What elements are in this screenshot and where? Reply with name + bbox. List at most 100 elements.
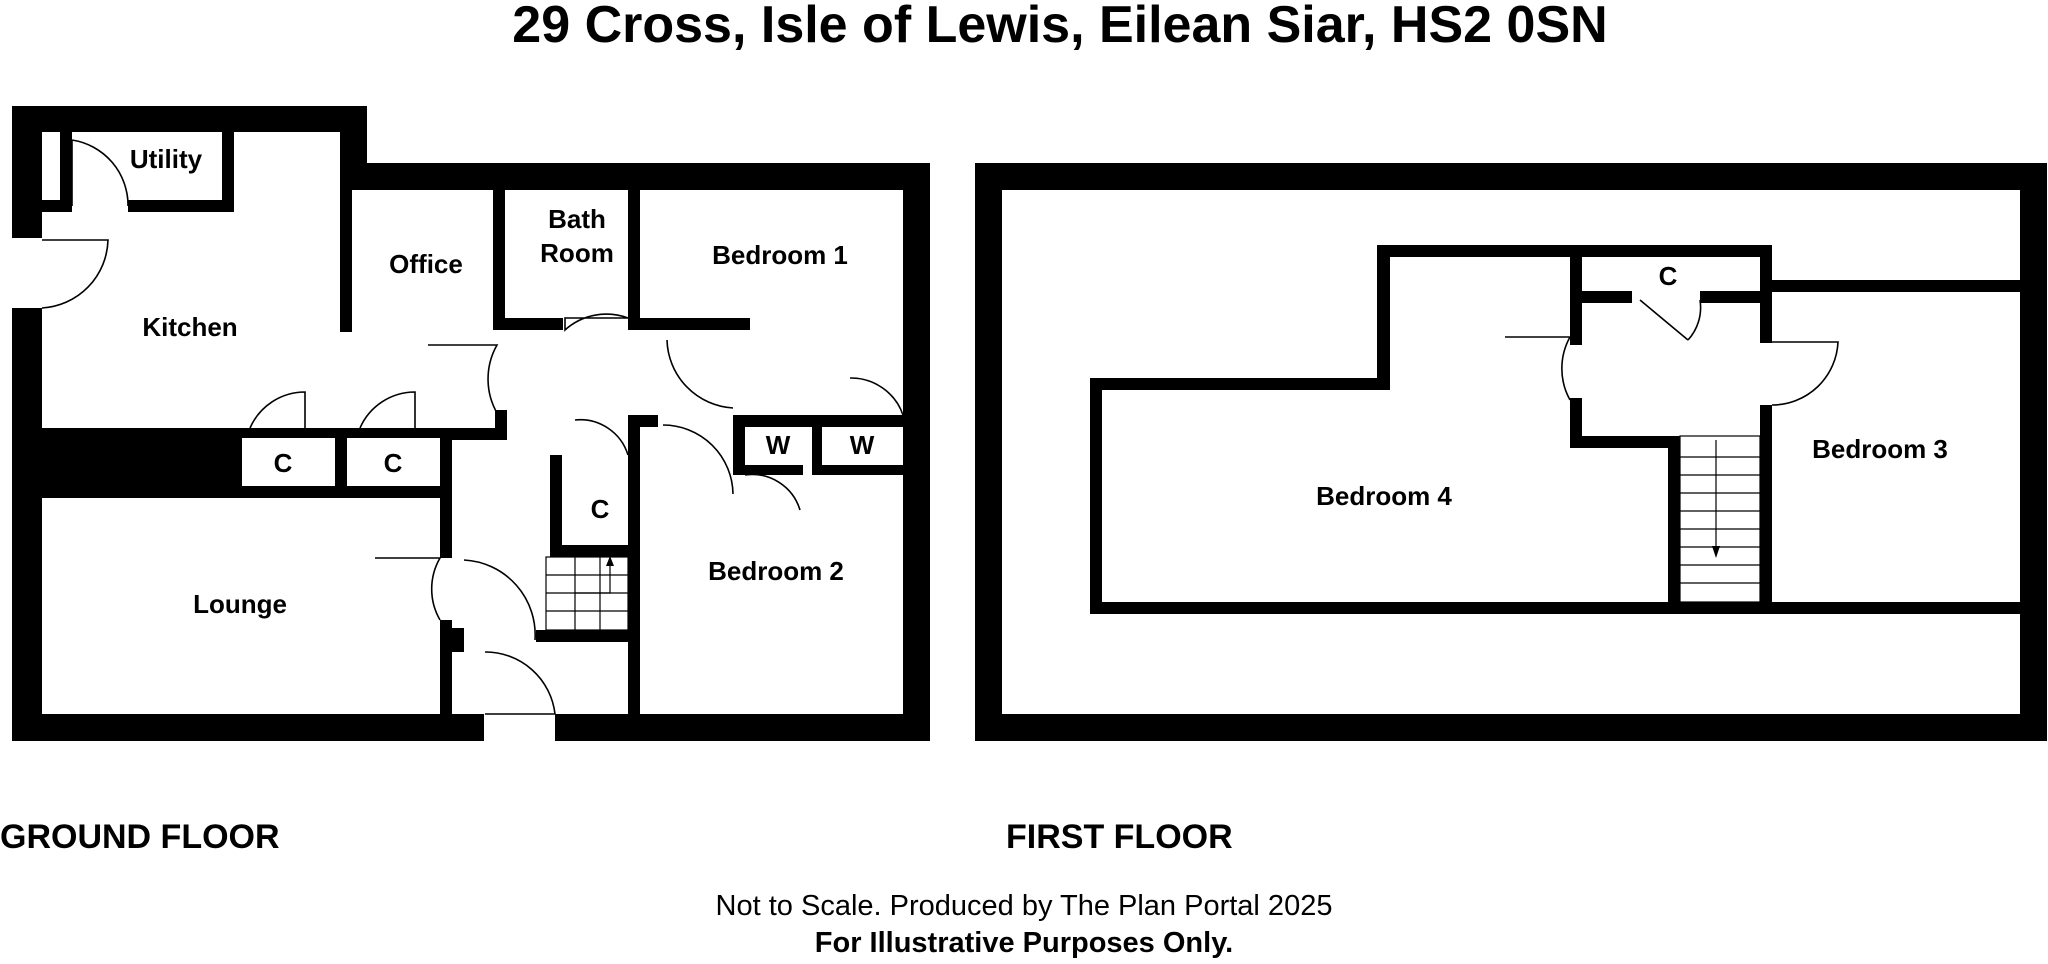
wall bbox=[733, 415, 745, 475]
stair-outline bbox=[1679, 435, 1761, 603]
office-door bbox=[428, 344, 499, 414]
room-label-cupboard-b: C bbox=[384, 448, 403, 478]
wall bbox=[1700, 291, 1772, 303]
ground-floor-label: GROUND FLOOR bbox=[0, 818, 280, 856]
wall bbox=[822, 465, 903, 475]
front-door bbox=[484, 651, 556, 715]
room-label-lounge: Lounge bbox=[193, 589, 287, 619]
first-stairs bbox=[1679, 435, 1761, 603]
room-label-bedroom3: Bedroom 3 bbox=[1812, 434, 1948, 464]
wall bbox=[493, 318, 563, 330]
stair-arrow-head bbox=[1712, 546, 1720, 558]
room-label-kitchen: Kitchen bbox=[142, 312, 237, 342]
wall bbox=[555, 714, 930, 741]
footer-disclaimer: Not to Scale. Produced by The Plan Porta… bbox=[716, 890, 1333, 922]
wall bbox=[340, 164, 352, 332]
bedroom4-door bbox=[1505, 336, 1572, 401]
room-label-utility: Utility bbox=[130, 144, 203, 174]
room-label-office: Office bbox=[389, 249, 463, 279]
wall bbox=[975, 163, 1002, 741]
wall bbox=[1760, 292, 1772, 343]
cupboard-b-door bbox=[359, 391, 416, 429]
first-floor-plan: Bedroom 4 Bedroom 3 C FIRST FLOOR bbox=[975, 163, 2047, 856]
room-label-cupboard: C bbox=[1659, 261, 1678, 291]
wall bbox=[628, 190, 640, 330]
wall bbox=[1570, 291, 1632, 303]
wall bbox=[975, 163, 2047, 190]
wall bbox=[493, 190, 505, 330]
room-label-bathroom-line1: Bath bbox=[548, 204, 606, 234]
wall bbox=[230, 428, 440, 438]
cupboard-door bbox=[1639, 299, 1702, 341]
wall bbox=[1760, 280, 2020, 292]
first-door-swings bbox=[1505, 299, 1839, 406]
room-label-wardrobe-a: W bbox=[766, 430, 791, 460]
wall bbox=[230, 438, 242, 486]
wall bbox=[733, 465, 803, 475]
wall bbox=[340, 163, 930, 190]
wall bbox=[12, 106, 367, 132]
wall bbox=[1377, 245, 1390, 390]
wall bbox=[1090, 378, 1390, 390]
cupboard-c-door bbox=[574, 418, 629, 456]
wall bbox=[1570, 436, 1680, 448]
wall bbox=[628, 415, 658, 427]
wardrobe-a-door bbox=[744, 473, 801, 511]
wall bbox=[440, 428, 507, 440]
wall bbox=[12, 428, 230, 486]
wall bbox=[812, 415, 822, 475]
wall bbox=[12, 106, 42, 238]
wall bbox=[440, 620, 452, 741]
bedroom2-door bbox=[662, 424, 734, 495]
wall bbox=[335, 438, 347, 486]
wall bbox=[1090, 602, 2020, 614]
wall bbox=[12, 308, 42, 741]
door-swings bbox=[41, 139, 904, 715]
cupboard-a-door bbox=[249, 391, 306, 429]
stair-arrow-head bbox=[606, 556, 614, 566]
wall bbox=[883, 415, 903, 427]
wall bbox=[128, 200, 234, 212]
room-label-wardrobe-b: W bbox=[850, 430, 875, 460]
wall bbox=[340, 106, 367, 164]
room-label-cupboard-a: C bbox=[274, 448, 293, 478]
wall bbox=[628, 318, 750, 330]
room-label-bedroom4: Bedroom 4 bbox=[1316, 481, 1452, 511]
bedroom3-door bbox=[1771, 341, 1839, 406]
wall bbox=[1570, 245, 1582, 303]
stair-arrow bbox=[575, 562, 611, 594]
wall bbox=[1570, 398, 1582, 448]
wall bbox=[1668, 436, 1680, 606]
wall bbox=[1570, 291, 1582, 345]
first-floor-label: FIRST FLOOR bbox=[1006, 818, 1233, 856]
lounge-door bbox=[375, 557, 442, 621]
utility-door bbox=[71, 139, 129, 207]
room-label-bedroom1: Bedroom 1 bbox=[712, 240, 848, 270]
room-label-cupboard-c: C bbox=[591, 494, 610, 524]
wall bbox=[12, 486, 442, 498]
wall bbox=[550, 545, 640, 557]
wall bbox=[2020, 163, 2047, 741]
footer-note: For Illustrative Purposes Only. bbox=[815, 927, 1233, 959]
bedroom1-door bbox=[666, 339, 734, 409]
ground-stairs bbox=[545, 556, 629, 631]
wall bbox=[222, 132, 234, 212]
wall bbox=[628, 415, 640, 741]
wall bbox=[1090, 378, 1102, 614]
wall bbox=[440, 438, 452, 486]
wardrobe-b-door bbox=[849, 377, 904, 416]
wall bbox=[452, 628, 464, 652]
wall bbox=[536, 630, 640, 642]
room-label-bathroom-line2: Room bbox=[540, 238, 614, 268]
wall bbox=[1760, 405, 1772, 605]
back-door bbox=[41, 239, 109, 309]
bathroom-door bbox=[564, 313, 629, 332]
room-label-bedroom2: Bedroom 2 bbox=[708, 556, 844, 586]
wall bbox=[12, 714, 484, 741]
wall bbox=[60, 132, 72, 212]
ground-floor-plan: Utility Kitchen Office Bath Room Bedroom… bbox=[0, 106, 930, 856]
hall-door bbox=[463, 559, 536, 641]
wall bbox=[550, 455, 562, 555]
wall bbox=[975, 714, 2047, 741]
